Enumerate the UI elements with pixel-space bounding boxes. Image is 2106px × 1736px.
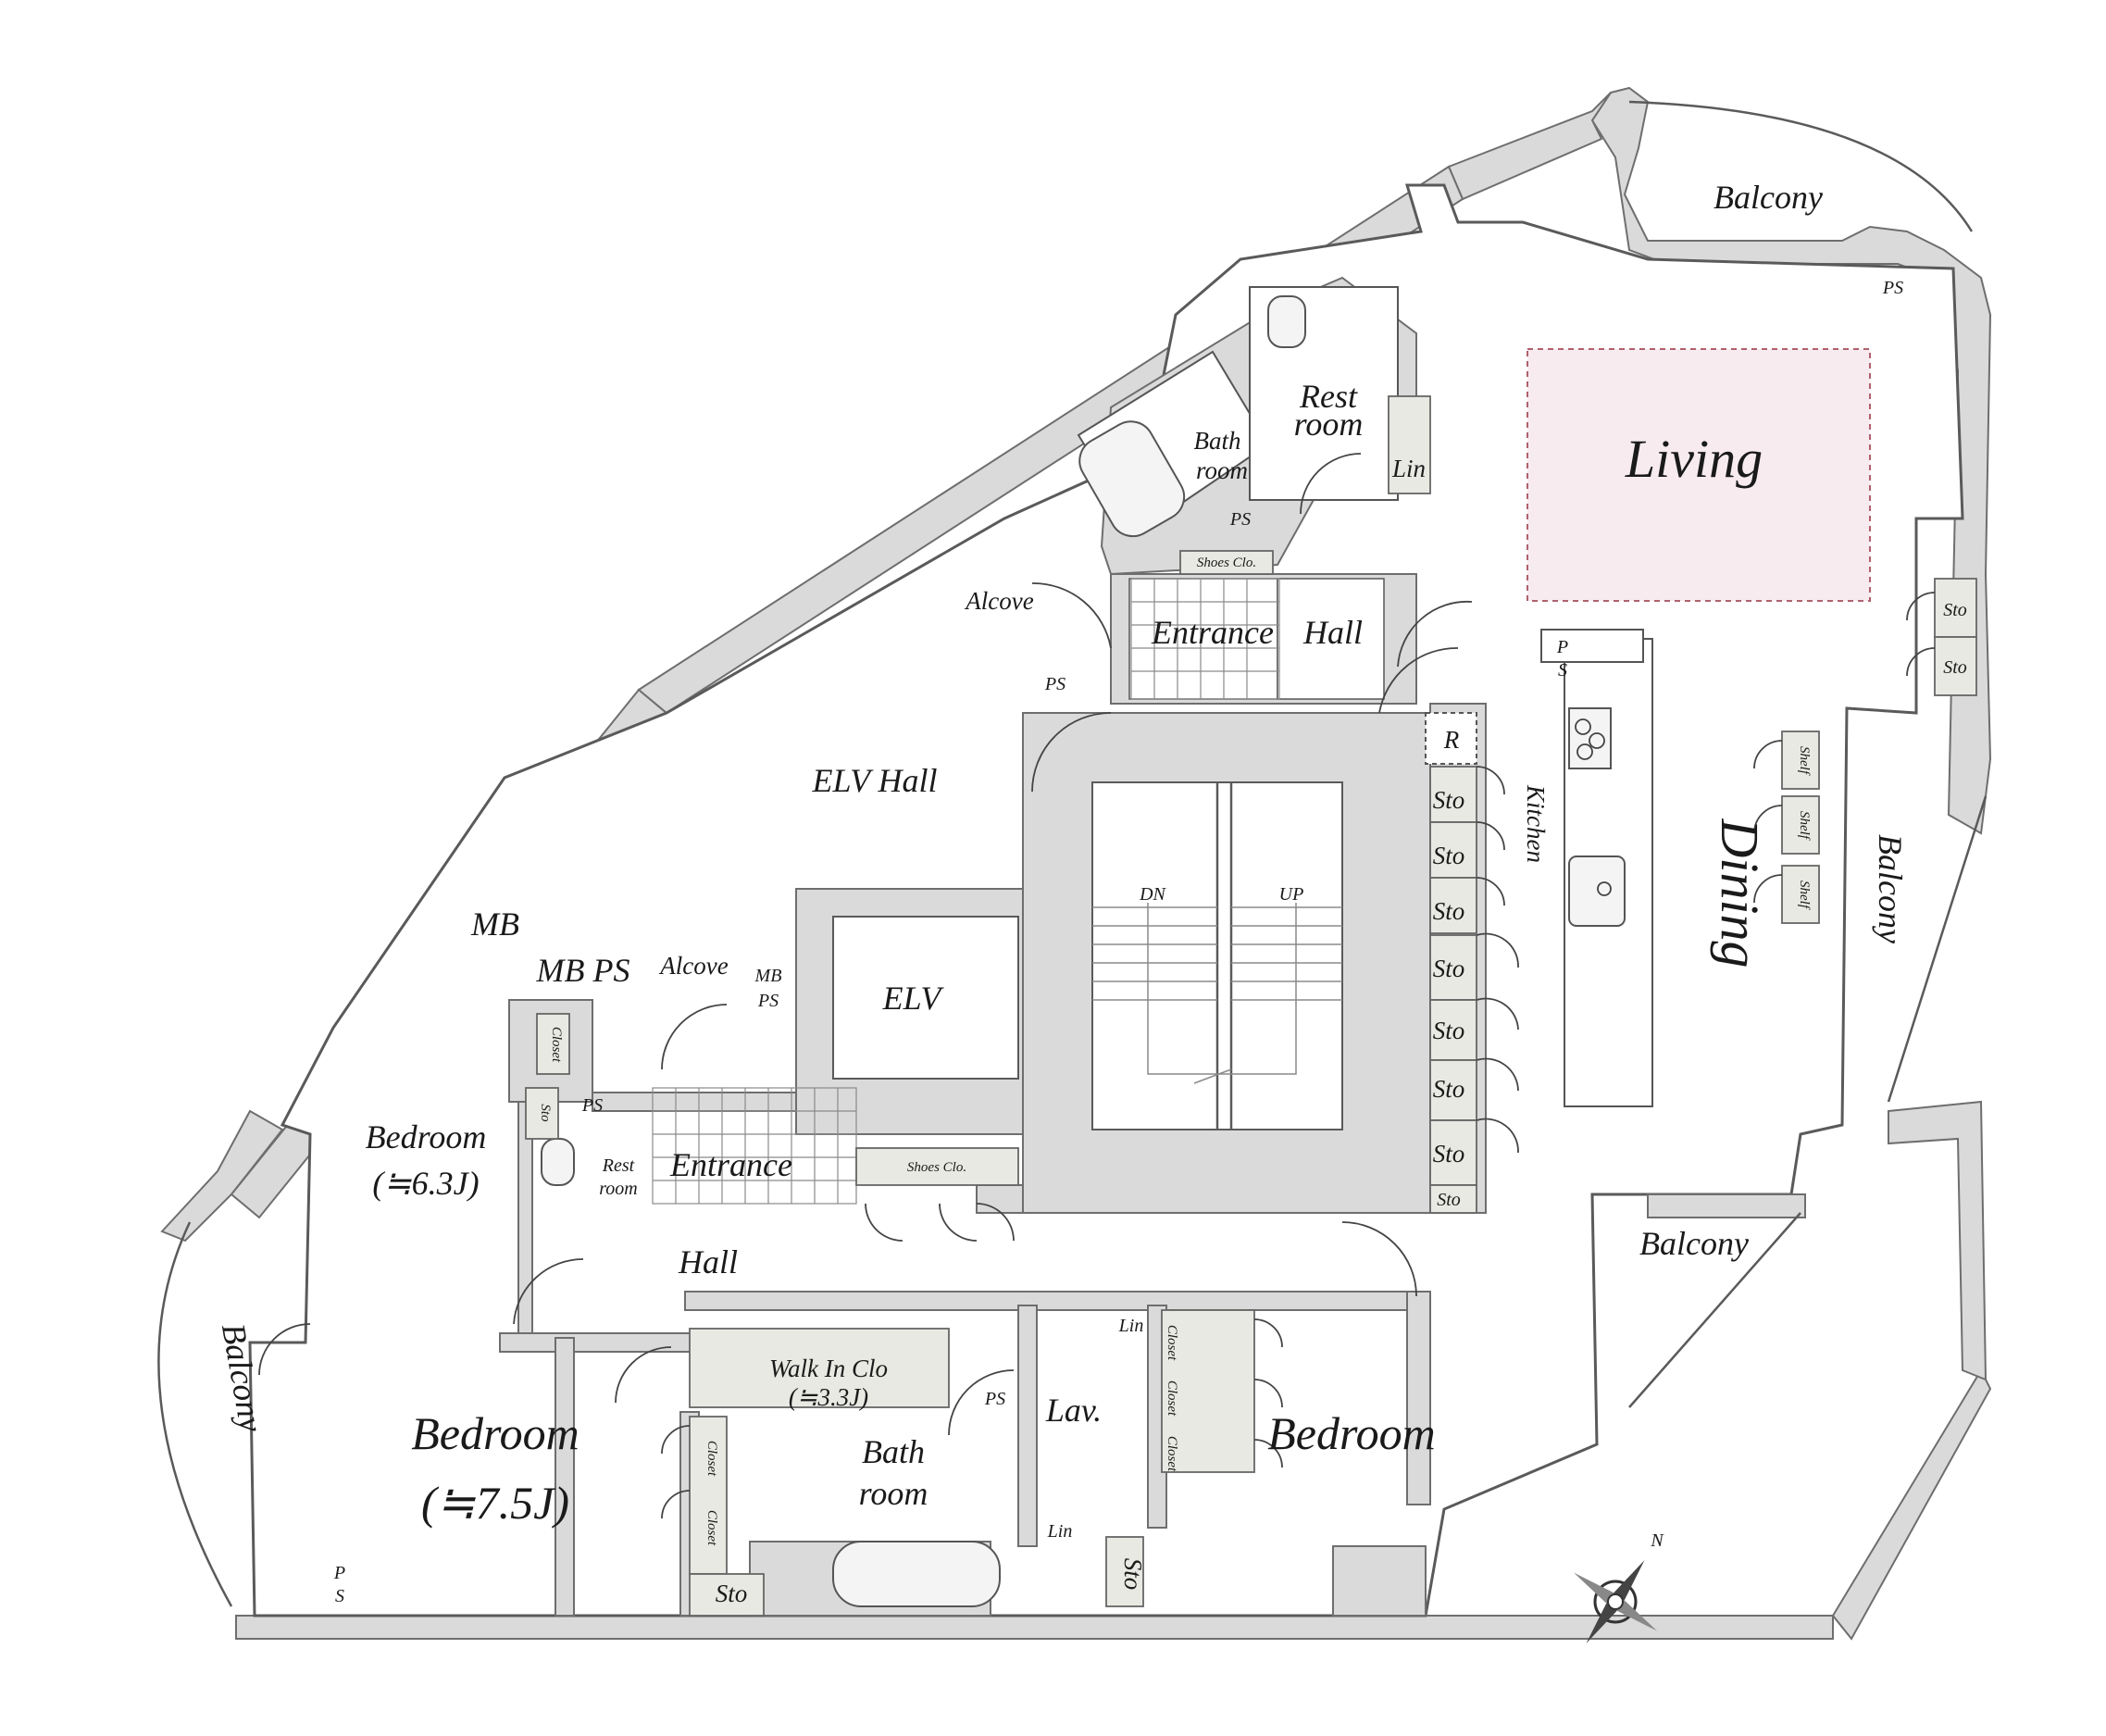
label-ps-top: PS — [1882, 278, 1903, 298]
storage-labels: Sto Sto Sto Sto Sto Sto Sto Sto Sto Sto … — [538, 600, 1967, 1607]
label-entrance-top: Entrance — [1151, 614, 1274, 651]
label-sto-k5: Sto — [1433, 1017, 1465, 1044]
label-balcony-lower-right: Balcony — [1639, 1225, 1749, 1262]
label-shelf-1: Shelf — [1797, 746, 1812, 776]
balcony-outlines — [157, 100, 1988, 1607]
label-sto-bath: Sto — [1119, 1558, 1147, 1591]
label-kitchen: Kitchen — [1522, 784, 1550, 863]
label-bedroom-63-1: Bedroom — [366, 1118, 487, 1155]
label-ps-kitchen-2: S — [1558, 660, 1567, 681]
label-hall-top: Hall — [1302, 614, 1363, 651]
label-shoes-bottom: Shoes Clo. — [907, 1160, 966, 1175]
label-shelf-2: Shelf — [1797, 811, 1812, 841]
label-sto-living-1: Sto — [1943, 600, 1967, 620]
label-bedroom-75-1: Bedroom — [411, 1407, 579, 1459]
label-closet-small: Closet — [549, 1027, 564, 1063]
label-elv: ELV — [882, 980, 945, 1017]
shelves — [1781, 731, 1820, 924]
label-sto-b75: Sto — [716, 1580, 748, 1607]
label-walk-in-clo-1: Walk In Clo — [769, 1355, 888, 1382]
bath-fixtures — [541, 295, 1306, 1607]
label-sto-k3: Sto — [1433, 897, 1465, 925]
label-mb-ps: MB PS — [536, 952, 630, 989]
label-mb: MB — [470, 905, 519, 943]
label-mb-ps-small-1: MB — [754, 966, 782, 986]
label-sto-k6: Sto — [1433, 1075, 1465, 1103]
label-sto-k2: Sto — [1433, 842, 1465, 869]
label-compass-n: N — [1650, 1530, 1664, 1551]
small-storage — [525, 395, 1431, 1617]
label-bath-bottom-2: room — [859, 1475, 928, 1512]
entrance-top-tiles — [1130, 578, 1280, 700]
label-bath-bottom-1: Bath — [862, 1433, 925, 1470]
label-rest-top-1: Rest — [1299, 378, 1358, 415]
label-dn: DN — [1139, 884, 1166, 905]
label-sto-k1: Sto — [1433, 786, 1465, 814]
label-elv-hall: ELV Hall — [811, 762, 937, 799]
interior-walls — [499, 276, 1806, 1617]
label-balcony-top: Balcony — [1713, 179, 1823, 216]
label-lin-bath: Lin — [1047, 1521, 1073, 1542]
label-lin-top: Lin — [1391, 455, 1426, 482]
label-shoes-top: Shoes Clo. — [1197, 556, 1256, 570]
living-storage — [1934, 578, 1977, 696]
kitchen-fixtures — [1425, 707, 1626, 927]
label-dining: Dining — [1710, 818, 1770, 968]
label-bath-top-2: room — [1196, 456, 1248, 484]
kitchen-storage — [1429, 766, 1477, 1214]
label-balcony-left: Balcony — [215, 1320, 270, 1434]
label-alcove-mid: Alcove — [658, 952, 728, 980]
label-closet-b75-2: Closet — [704, 1510, 719, 1546]
label-shelf-3: Shelf — [1797, 880, 1812, 910]
label-closet-br-1: Closet — [1165, 1325, 1179, 1361]
label-up: UP — [1279, 884, 1304, 905]
label-closet-br-2: Closet — [1165, 1380, 1179, 1417]
living-highlight — [1527, 348, 1871, 602]
doors — [258, 453, 1473, 1436]
label-bedroom-63-2: (≒6.3J) — [372, 1165, 479, 1202]
entrance-bottom-tiles — [652, 1087, 857, 1205]
label-ps-kitchen-1: P — [1556, 637, 1568, 657]
compass-icon — [1573, 1559, 1658, 1644]
label-closet-b75-1: Closet — [704, 1441, 719, 1477]
label-sto-small: Sto — [538, 1104, 553, 1122]
label-lav: Lav. — [1045, 1392, 1102, 1429]
label-walk-in-clo-2: (≒3.3J) — [789, 1383, 868, 1411]
label-ps-left-1: P — [333, 1563, 345, 1583]
closet-doors — [661, 592, 1936, 1519]
label-bedroom-right: Bedroom — [1267, 1407, 1435, 1459]
label-ps-lav: PS — [984, 1389, 1005, 1409]
label-balcony-right: Balcony — [1872, 834, 1909, 943]
label-living: Living — [1625, 429, 1763, 489]
label-sto-k4: Sto — [1433, 955, 1465, 982]
label-rest-small-2: room — [599, 1179, 637, 1199]
label-bedroom-75-2: (≒7.5J) — [421, 1477, 569, 1529]
label-entrance-bottom: Entrance — [669, 1146, 792, 1183]
label-r: R — [1443, 726, 1460, 754]
label-bath-top-1: Bath — [1194, 427, 1241, 455]
label-ps-left-2: S — [335, 1586, 344, 1606]
stairs — [1092, 782, 1342, 1130]
label-ps-bath: PS — [1229, 509, 1251, 530]
label-alcove-top: Alcove — [964, 587, 1033, 615]
label-closet-br-3: Closet — [1165, 1436, 1179, 1472]
label-hall-bottom: Hall — [678, 1243, 738, 1280]
room-labels: Living Dining Kitchen ELV Hall ELV DN UP… — [215, 179, 1909, 1606]
label-rest-small-1: Rest — [602, 1155, 635, 1176]
label-mb-ps-small-2: PS — [757, 991, 779, 1011]
label-lin-lav: Lin — [1118, 1316, 1144, 1336]
label-sto-k8: Sto — [1437, 1190, 1461, 1210]
label-ps-elv: PS — [1044, 674, 1065, 694]
label-sto-k7: Sto — [1433, 1140, 1465, 1168]
label-rest-top-2: room — [1294, 406, 1364, 443]
label-sto-living-2: Sto — [1943, 657, 1967, 678]
label-ps-rest: PS — [581, 1095, 603, 1116]
